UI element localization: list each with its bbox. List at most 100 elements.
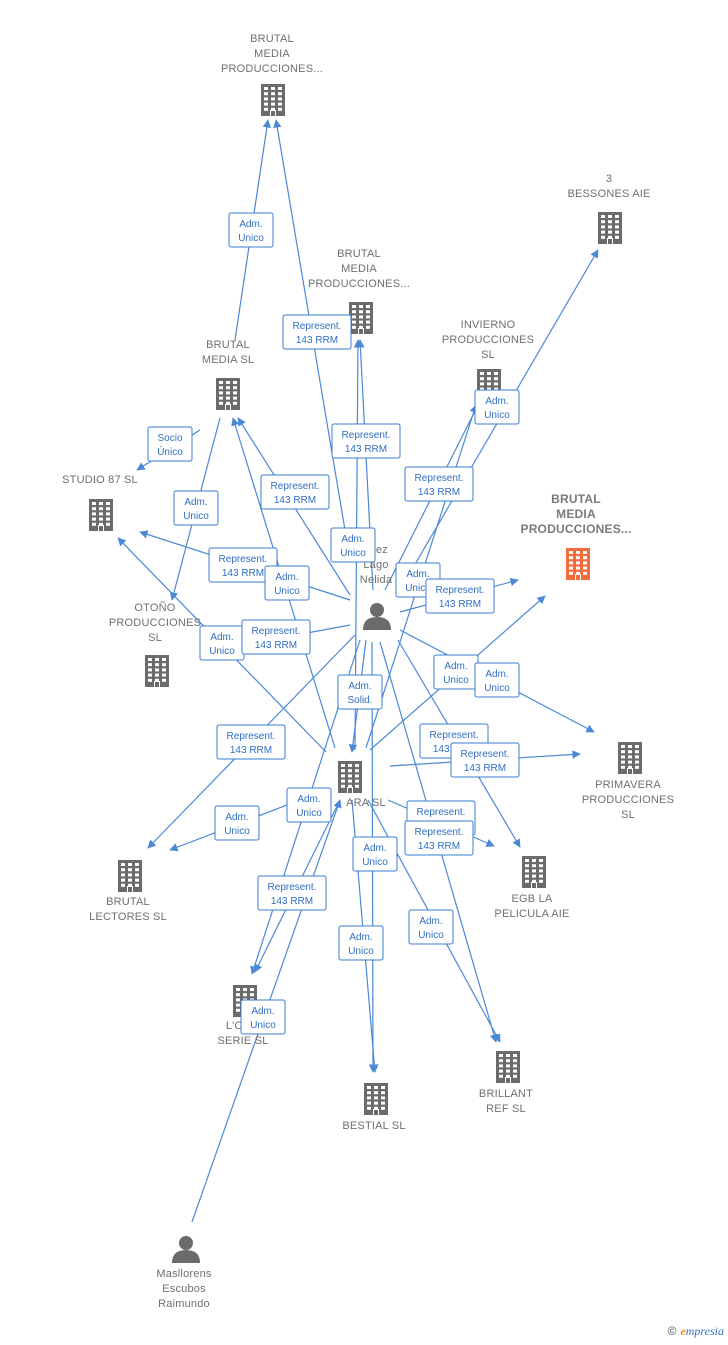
node-brutal_media_sl[interactable]: BRUTAL MEDIA SL [202,339,254,410]
node-label-line: BESTIAL SL [342,1120,405,1132]
edge-label[interactable]: Adm.Unico [264,565,310,601]
edge-label[interactable]: Adm. Unico [286,787,332,823]
edge-label-box [408,909,454,945]
edge-label-text: Represent. [271,481,320,492]
person-icon[interactable] [363,603,391,630]
edge-label-text: Adm. [225,812,248,823]
edge-label[interactable]: Adm.Unico [173,490,219,526]
edge-label[interactable]: Represent.143 RRM [282,314,352,350]
edge-label[interactable]: Adm.Unico [474,662,520,698]
edge-label-box [173,490,219,526]
building-icon[interactable] [261,84,285,116]
building-icon[interactable] [496,1051,520,1083]
node-label-line: MEDIA SL [202,354,254,366]
node-label-line: BRUTAL [106,896,150,908]
building-icon[interactable] [145,655,169,687]
edge-label-text: Unico [238,233,264,244]
edge-label-text: Unico [418,930,444,941]
edge-label[interactable]: Represent.143 RRM [208,547,278,583]
edge-label[interactable]: Adm.Unico [474,389,520,425]
edge-label[interactable]: Represent.143 RRM [331,423,401,459]
edge-label-text: Unico [274,586,300,597]
edge-label-text: Represent. [415,827,464,838]
node-label-line: REF SL [486,1103,526,1115]
brand-initial: e [680,1324,686,1338]
edge-label-text: Represent. [293,321,342,332]
node-ara[interactable]: ARA SL [338,761,386,809]
edge-label[interactable]: Adm.Unico [408,909,454,945]
edge-label[interactable]: Adm.Unico [330,527,376,563]
edge-label[interactable]: Represent. 143 RRM [425,578,495,614]
empresia-footer[interactable]: ©empresia [668,1324,724,1339]
building-icon[interactable] [338,761,362,793]
edge-label[interactable]: Adm.Unico [214,805,260,841]
node-label-line: BRUTAL [206,339,250,351]
edge-label[interactable]: Adm.Unico [433,654,479,690]
edge-label[interactable]: Represent.143 RRM [257,875,327,911]
building-icon[interactable] [118,860,142,892]
node-label-line: PRODUCCIONES... [308,278,410,290]
node-label-line: Raimundo [158,1298,210,1310]
person-icon[interactable] [172,1236,200,1263]
node-label-line: STUDIO 87 SL [62,474,138,486]
edge-label-text: 143 RRM [222,568,264,579]
building-icon[interactable] [349,302,373,334]
building-icon[interactable] [216,378,240,410]
node-label-line: ARA SL [346,797,386,809]
edge-label[interactable]: Adm.Unico [228,212,274,248]
node-bestial[interactable]: BESTIAL SL [342,1083,405,1132]
building-icon[interactable] [89,499,113,531]
building-icon[interactable] [598,212,622,244]
edge-label-text: Adm. [297,794,320,805]
edge-label-text: Único [157,445,183,458]
edge-label-text: Unico [296,808,322,819]
building-icon[interactable] [522,856,546,888]
edge-label-box [240,999,286,1035]
edge-label[interactable]: Represent.143 RRM [241,619,311,655]
edge-label-box [474,389,520,425]
edge-label-box [257,875,327,911]
edge-label[interactable]: Adm.Unico [199,625,245,661]
edge-label[interactable]: Adm.Unico [352,836,398,872]
edge-label[interactable]: Represent.143 RRM [450,742,520,778]
node-label-line: BESSONES AIE [567,188,650,200]
edge-label[interactable]: Adm.Unico [240,999,286,1035]
node-brutal_mid[interactable]: BRUTALMEDIAPRODUCCIONES... [308,248,410,334]
edge-label[interactable]: Represent.143 RRM [216,724,286,760]
edge-label-box [404,466,474,502]
edge-label-box [337,674,383,710]
node-brutal_top[interactable]: BRUTALMEDIAPRODUCCIONES... [221,33,323,116]
edge-label-text: Represent. [430,730,479,741]
node-label-line: SL [621,809,635,821]
building-icon[interactable] [566,548,590,580]
edge-label[interactable]: Represent.143 RRM [404,466,474,502]
node-brutal_hl[interactable]: BRUTALMEDIAPRODUCCIONES... [520,492,631,580]
edge-label[interactable]: Adm.Unico [338,925,384,961]
node-label-line: PRODUCCIONES [582,794,674,806]
building-icon[interactable] [364,1083,388,1115]
node-label-line: BRUTAL [551,492,601,506]
edge-label-box [214,805,260,841]
node-studio87[interactable]: STUDIO 87 SL [62,474,138,531]
edge-label-text: Adm. [348,681,371,692]
edge-label-text: Represent. [436,585,485,596]
edge-label[interactable]: Represent.143 RRM [404,820,474,856]
edge-label-box [282,314,352,350]
edge-label-text: 143 RRM [255,640,297,651]
edge-label[interactable]: Represent.143 RRM [260,474,330,510]
edge-label-text: 143 RRM [464,763,506,774]
edge-label[interactable]: Adm.Solid. [337,674,383,710]
building-icon[interactable] [618,742,642,774]
edge-label-text: 143 RRM [439,599,481,610]
